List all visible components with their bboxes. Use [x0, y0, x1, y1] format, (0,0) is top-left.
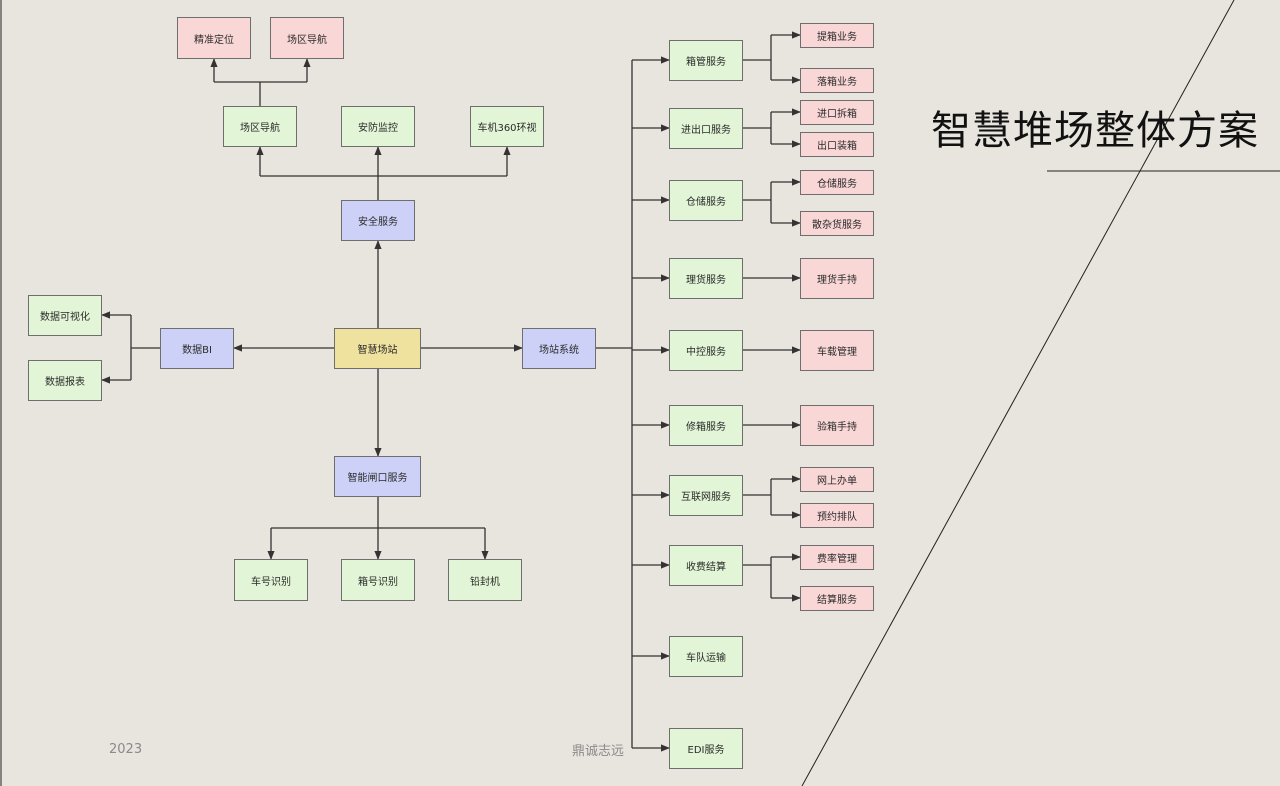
sub-settlement[interactable]: 结算服务 — [800, 586, 874, 611]
security-child-yard-nav[interactable]: 场区导航 — [223, 106, 297, 147]
sub-warehouse[interactable]: 仓储服务 — [800, 170, 874, 195]
gate-node[interactable]: 智能闸口服务 — [334, 456, 421, 497]
sub-bulk-cargo[interactable]: 散杂货服务 — [800, 211, 874, 236]
sub-online-order[interactable]: 网上办单 — [800, 467, 874, 492]
bi-child-visualization[interactable]: 数据可视化 — [28, 295, 102, 336]
sub-tally-handheld[interactable]: 理货手持 — [800, 258, 874, 299]
security-node[interactable]: 安全服务 — [341, 200, 415, 241]
gate-child-container-recognition[interactable]: 箱号识别 — [341, 559, 415, 601]
sub-export-pack[interactable]: 出口装箱 — [800, 132, 874, 157]
service-tally[interactable]: 理货服务 — [669, 258, 743, 299]
sub-import-unpack[interactable]: 进口拆箱 — [800, 100, 874, 125]
sub-inspection-handheld[interactable]: 验箱手持 — [800, 405, 874, 446]
sub-appointment-queue[interactable]: 预约排队 — [800, 503, 874, 528]
service-billing[interactable]: 收费结算 — [669, 545, 743, 586]
station-node[interactable]: 场站系统 — [522, 328, 596, 369]
service-edi[interactable]: EDI服务 — [669, 728, 743, 769]
root-node[interactable]: 智慧场站 — [334, 328, 421, 369]
gate-child-plate-recognition[interactable]: 车号识别 — [234, 559, 308, 601]
sub-pickup[interactable]: 提箱业务 — [800, 23, 874, 48]
service-import-export[interactable]: 进出口服务 — [669, 108, 743, 149]
security-child-monitoring[interactable]: 安防监控 — [341, 106, 415, 147]
service-central-control[interactable]: 中控服务 — [669, 330, 743, 371]
page-title: 智慧堆场整体方案 — [931, 108, 1259, 154]
year-label: 2023 — [109, 742, 143, 757]
service-fleet-transport[interactable]: 车队运输 — [669, 636, 743, 677]
decorative-diagonal-line — [801, 0, 1235, 786]
sub-vehicle-mgmt[interactable]: 车载管理 — [800, 330, 874, 371]
nav-child-positioning[interactable]: 精准定位 — [177, 17, 251, 59]
security-child-360-view[interactable]: 车机360环视 — [470, 106, 544, 147]
nav-child-yard-nav[interactable]: 场区导航 — [270, 17, 344, 59]
sub-drop[interactable]: 落箱业务 — [800, 68, 874, 93]
connectors — [101, 31, 801, 752]
service-internet[interactable]: 互联网服务 — [669, 475, 743, 516]
bi-node[interactable]: 数据BI — [160, 328, 234, 369]
bi-child-report[interactable]: 数据报表 — [28, 360, 102, 401]
sub-rate-mgmt[interactable]: 费率管理 — [800, 545, 874, 570]
gate-child-seal-machine[interactable]: 铅封机 — [448, 559, 522, 601]
author-label: 鼎诚志远 — [572, 744, 625, 759]
service-container-mgmt[interactable]: 箱管服务 — [669, 40, 743, 81]
service-warehousing[interactable]: 仓储服务 — [669, 180, 743, 221]
service-container-repair[interactable]: 修箱服务 — [669, 405, 743, 446]
